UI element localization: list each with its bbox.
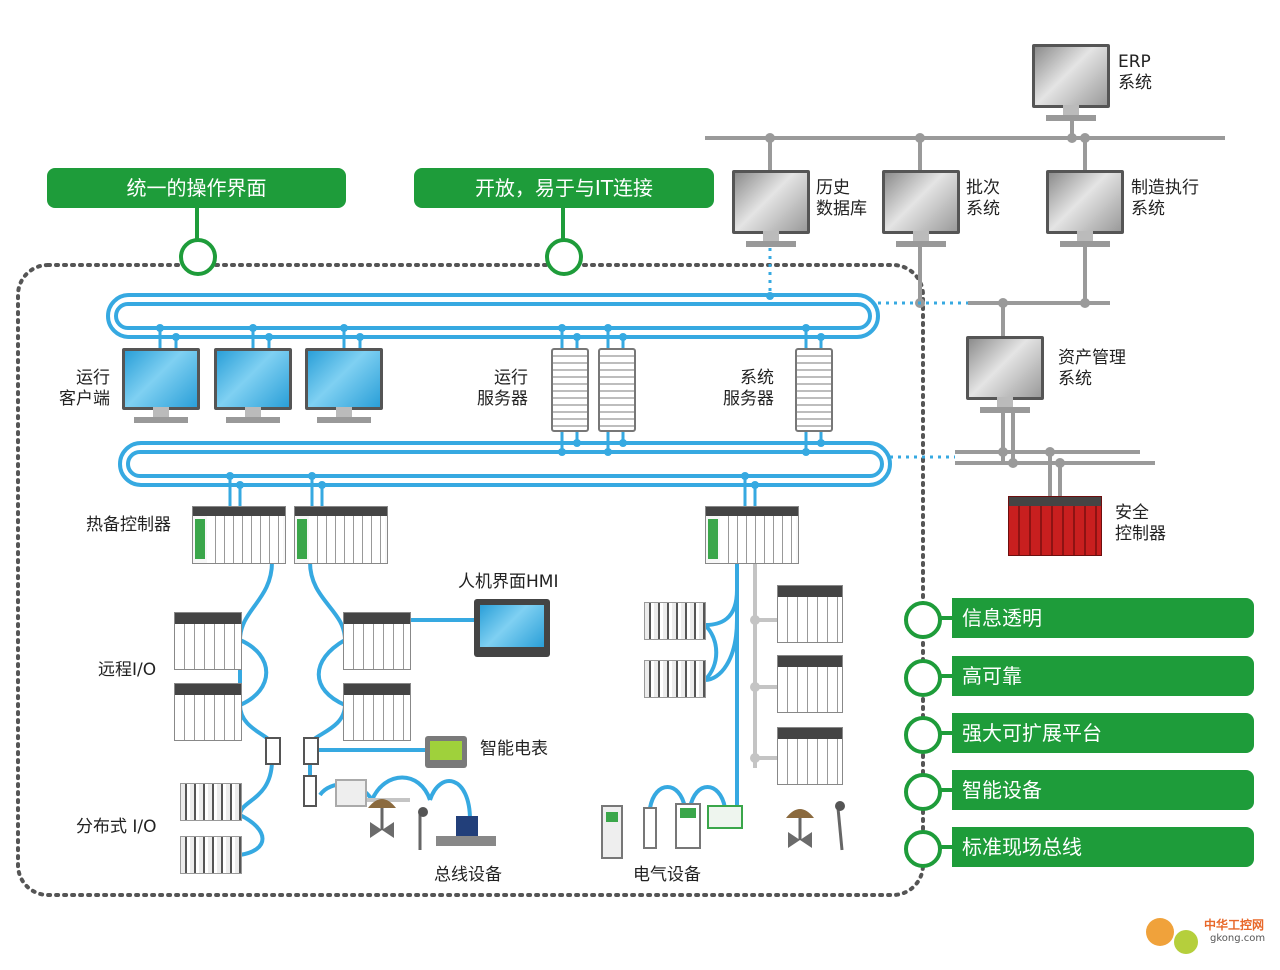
system-server-icon: [795, 348, 833, 432]
electrical-io-1: [644, 602, 706, 640]
mes-monitor-icon: [1046, 170, 1124, 250]
local-io-rack-2: [777, 655, 843, 713]
feature-info-transparency: 信息透明: [952, 598, 1254, 638]
safety-label: 安全控制器: [1115, 503, 1166, 544]
feature-high-reliability: 高可靠: [952, 656, 1254, 696]
watermark-gear-icon: [1146, 918, 1174, 946]
feature-ring-5: [904, 830, 942, 868]
safety-controller-icon: [1008, 496, 1102, 556]
transmitter-icon: [418, 807, 428, 850]
pill-unified-interface: 统一的操作界面: [47, 168, 346, 208]
feature-ring-1: [904, 601, 942, 639]
run-server-2-icon: [598, 348, 636, 432]
run-server-1-icon: [551, 348, 589, 432]
valve-2-icon: [786, 801, 845, 851]
erp-monitor-icon: [1032, 44, 1110, 124]
valve-1-icon: [368, 799, 396, 838]
client-monitor-2-icon: [214, 348, 292, 428]
field-devices: [265, 737, 845, 859]
feature-ring-3: [904, 716, 942, 754]
system-boundary: [16, 263, 925, 897]
watermark-gear-small-icon: [1174, 930, 1198, 954]
smart-meter-label: 智能电表: [480, 739, 548, 759]
flowmeter-icon: [436, 816, 496, 846]
remote-io-rack-3: [174, 683, 242, 741]
dotted-links: [768, 248, 968, 459]
distributed-io-2: [180, 836, 242, 874]
hot-standby-controller-2: [294, 506, 388, 564]
smart-meter-icon: [425, 736, 467, 768]
batch-label: 批次系统: [966, 178, 1000, 219]
feature-standard-fieldbus: 标准现场总线: [952, 827, 1254, 867]
feature-ring-4: [904, 773, 942, 811]
drives-icon: [601, 803, 743, 859]
electrical-io-2: [644, 660, 706, 698]
remote-io-rack-2: [343, 612, 411, 670]
hot-standby-label: 热备控制器: [86, 515, 171, 535]
electrical-controller: [705, 506, 799, 564]
enterprise-nodes: [765, 133, 1090, 468]
system-server-label: 系统服务器: [723, 368, 774, 409]
electrical-devices-label: 电气设备: [633, 865, 701, 885]
local-io-rack-1: [777, 585, 843, 643]
distributed-io-1: [180, 783, 242, 821]
feature-smart-devices: 智能设备: [952, 770, 1254, 810]
historian-label: 历史数据库: [816, 178, 867, 219]
hmi-panel-icon: [474, 599, 550, 657]
mes-label: 制造执行系统: [1131, 178, 1199, 219]
watermark-name: 中华工控网: [1204, 918, 1265, 932]
asset-monitor-icon: [966, 336, 1044, 416]
distributed-io-label: 分布式 I/O: [76, 817, 157, 837]
pill-ring-right: [545, 238, 583, 276]
batch-monitor-icon: [882, 170, 960, 250]
pill-ring-left: [179, 238, 217, 276]
remote-io-label: 远程I/O: [98, 660, 157, 680]
asset-label: 资产管理系统: [1058, 348, 1126, 389]
local-io-rack-3: [777, 727, 843, 785]
watermark-url: gkong.com: [1210, 933, 1266, 944]
historian-monitor-icon: [732, 170, 810, 250]
run-client-label: 运行客户端: [59, 368, 110, 409]
client-monitor-1-icon: [122, 348, 200, 428]
bus-devices-label: 总线设备: [434, 865, 502, 885]
feature-ring-2: [904, 659, 942, 697]
electrical-ring: [648, 562, 739, 809]
network-drops: [158, 328, 823, 506]
run-server-label: 运行服务器: [477, 368, 528, 409]
feature-scalable-platform: 强大可扩展平台: [952, 713, 1254, 753]
control-network: [106, 293, 892, 487]
remote-io-rack-4: [343, 683, 411, 741]
remote-io-rack-1: [174, 612, 242, 670]
pill-open-it: 开放，易于与IT连接: [414, 168, 714, 208]
hot-standby-controller-1: [192, 506, 286, 564]
client-monitor-3-icon: [305, 348, 383, 428]
hmi-label: 人机界面HMI: [458, 572, 559, 592]
network-drop-nodes: [156, 292, 825, 489]
